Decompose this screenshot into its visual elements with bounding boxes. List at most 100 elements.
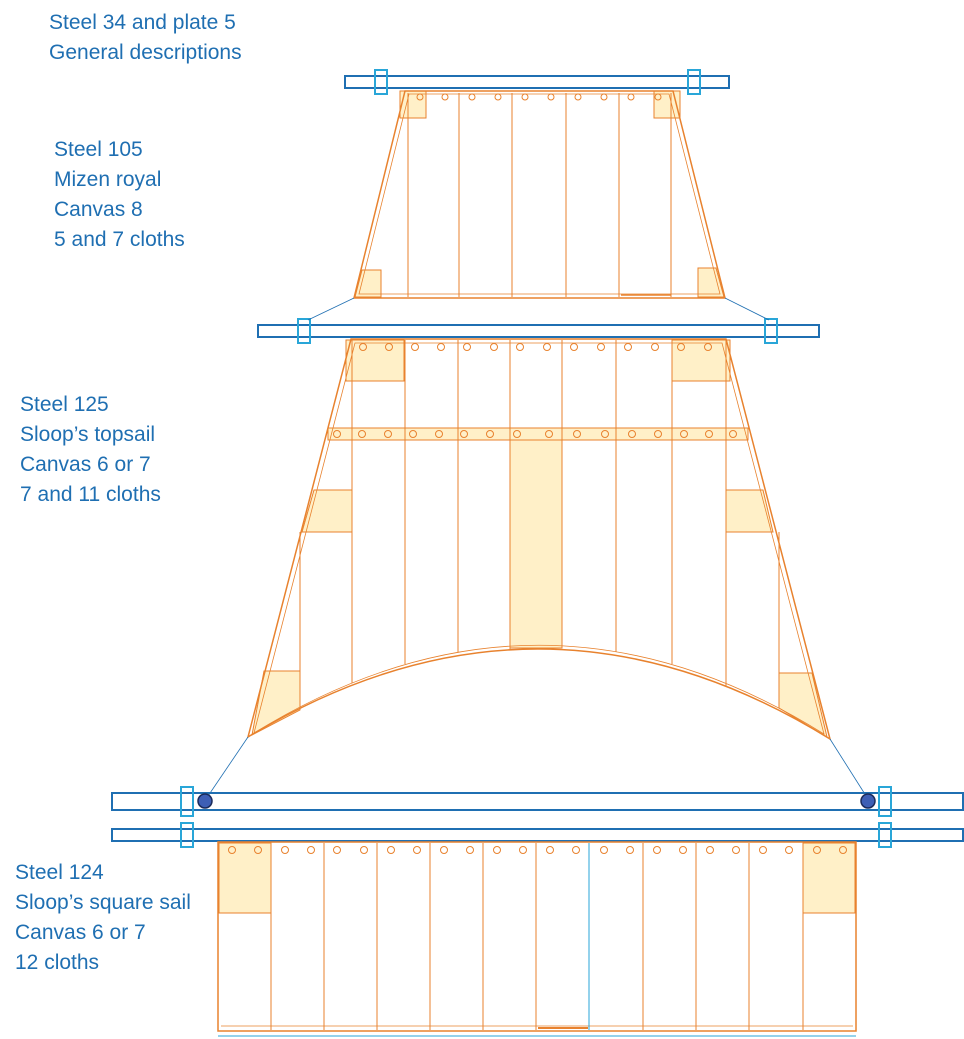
sloops-topsail-line-3: Canvas 6 or 7 — [20, 453, 151, 476]
square-eyelet-20 — [732, 846, 740, 854]
mizen-outline — [353, 90, 726, 299]
mizen-tabling — [358, 93, 721, 295]
topsail-head-eyelet-11 — [624, 343, 632, 351]
topsail-reef-eyelet-1 — [333, 430, 341, 438]
topsail-head-eyelet-8 — [543, 343, 551, 351]
topsail-yard — [257, 324, 820, 338]
topsail-tabling — [253, 342, 825, 735]
topsail-head-eyelet-4 — [437, 343, 445, 351]
topsail-head-eyelet-13 — [677, 343, 685, 351]
square-eyelet-22 — [785, 846, 793, 854]
square-eyelet-10 — [466, 846, 474, 854]
square-eyelet-9 — [440, 846, 448, 854]
square-eyelet-23 — [813, 846, 821, 854]
topsail-reef-eyelet-4 — [409, 430, 417, 438]
mizen-royal-line-3: Canvas 8 — [54, 198, 143, 221]
square-head-patch-left — [218, 842, 272, 914]
topsail-head-eyelet-6 — [490, 343, 498, 351]
clew-dot-left — [197, 793, 213, 809]
topsail-head-eyelet-1 — [359, 343, 367, 351]
topsail-head-patch-left — [345, 339, 405, 382]
square-sail-line-3: Canvas 6 or 7 — [15, 921, 146, 944]
topsail-reef-eyelet-11 — [601, 430, 609, 438]
square-eyelet-14 — [572, 846, 580, 854]
topsail-reef-patch-left — [301, 489, 353, 533]
square-eyelet-7 — [387, 846, 395, 854]
topsail-clew-patch-right — [778, 672, 828, 739]
mizen-eyelet-9 — [627, 93, 635, 101]
topsail-reef-eyelet-5 — [435, 430, 443, 438]
square-eyelet-13 — [546, 846, 554, 854]
mizen-eyelet-2 — [441, 93, 449, 101]
mizen-clew-patch-right — [697, 267, 725, 298]
header-line-1: Steel 34 and plate 5 — [49, 11, 236, 34]
square-eyelet-4 — [307, 846, 315, 854]
topsail-head-eyelet-3 — [411, 343, 419, 351]
topsail-reef-eyelet-6 — [460, 430, 468, 438]
topsail-reef-eyelet-13 — [654, 430, 662, 438]
topsail-reef-eyelet-2 — [358, 430, 366, 438]
square-sail — [217, 841, 857, 1037]
clew-dot-right — [860, 793, 876, 809]
topsail-head-eyelet-7 — [516, 343, 524, 351]
square-sail-line-1: Steel 124 — [15, 861, 104, 884]
topsail-head-eyelet-12 — [651, 343, 659, 351]
square-eyelet-2 — [254, 846, 262, 854]
topsail-reef-eyelet-7 — [486, 430, 494, 438]
topsail-reef-eyelet-9 — [545, 430, 553, 438]
yards-layer — [111, 69, 964, 848]
square-eyelet-6 — [360, 846, 368, 854]
square-eyelet-8 — [413, 846, 421, 854]
royal-yard-band-1 — [374, 69, 388, 95]
square-eyelet-11 — [493, 846, 501, 854]
topsail-reef-eyelet-16 — [729, 430, 737, 438]
square-eyelet-5 — [333, 846, 341, 854]
header-label: Steel 34 and plate 5 General description… — [49, 8, 242, 68]
square-outline — [217, 841, 857, 1032]
mizen-royal-line-2: Mizen royal — [54, 168, 162, 191]
topsail-head-eyelet-9 — [570, 343, 578, 351]
royal-yard — [344, 75, 730, 89]
square-sail-line-2: Sloop’s square sail — [15, 891, 191, 914]
square-head-patch-right — [802, 842, 856, 914]
mizen-eyelet-3 — [468, 93, 476, 101]
square-sail-yard-band-1 — [180, 822, 194, 848]
square-eyelet-17 — [653, 846, 661, 854]
lower-yard-band-1 — [180, 786, 194, 817]
mizen-eyelet-4 — [494, 93, 502, 101]
mizen-royal-label: Steel 105 Mizen royal Canvas 8 5 and 7 c… — [54, 135, 185, 255]
square-eyelet-21 — [759, 846, 767, 854]
topsail-head-eyelet-2 — [385, 343, 393, 351]
topsail-reef-eyelet-3 — [384, 430, 392, 438]
topsail-reef-eyelet-8 — [513, 430, 521, 438]
lower-yard-band-2 — [878, 786, 892, 817]
sloops-topsail-line-1: Steel 125 — [20, 393, 109, 416]
square-sail-line-4: 12 cloths — [15, 951, 100, 974]
mizen-eyelet-7 — [574, 93, 582, 101]
mizen-eyelet-8 — [600, 93, 608, 101]
topsail-reef-band — [327, 427, 749, 441]
mizen-eyelet-10 — [654, 93, 662, 101]
mizen-eyelet-6 — [547, 93, 555, 101]
mizen-eyelet-1 — [416, 93, 424, 101]
topsail-sheet-left — [205, 736, 249, 800]
square-eyelet-1 — [228, 846, 236, 854]
sloops-topsail-line-4: 7 and 11 cloths — [20, 483, 161, 506]
lower-yard — [111, 792, 964, 811]
topsail-head-patch-right — [671, 339, 731, 382]
topsail-yard-band-1 — [297, 318, 311, 344]
topsail-reef-eyelet-14 — [680, 430, 688, 438]
mizen-royal-line-4: 5 and 7 cloths — [54, 228, 185, 251]
mizen-royal-line-1: Steel 105 — [54, 138, 143, 161]
square-eyelet-12 — [519, 846, 527, 854]
square-eyelet-24 — [839, 846, 847, 854]
topsail-center-cloth — [509, 439, 563, 649]
square-eyelet-16 — [626, 846, 634, 854]
header-line-2: General descriptions — [49, 41, 242, 64]
square-sail-label: Steel 124 Sloop’s square sail Canvas 6 o… — [15, 858, 191, 978]
royal-sheet-right — [724, 297, 770, 321]
square-sail-yard — [111, 828, 964, 842]
square-eyelet-3 — [281, 846, 289, 854]
square-eyelet-19 — [706, 846, 714, 854]
